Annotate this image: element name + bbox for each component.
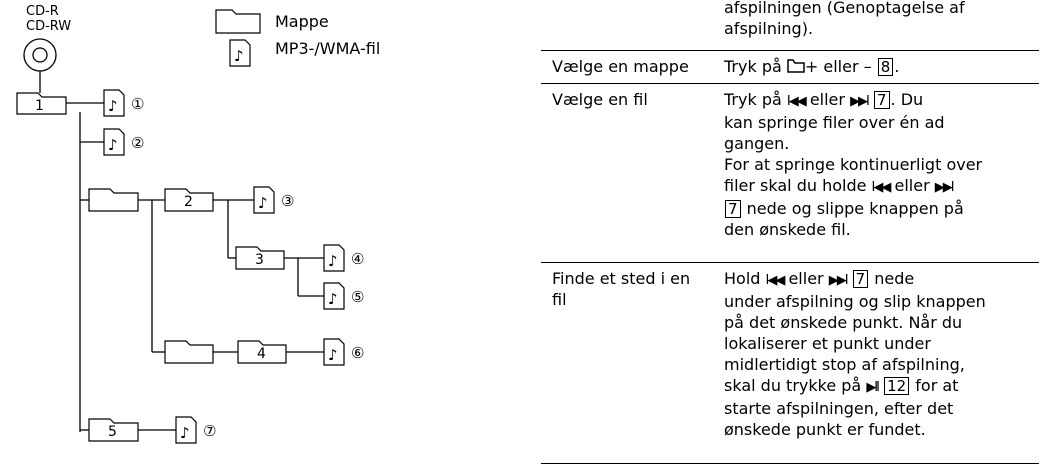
table-divider <box>541 262 1039 263</box>
file-1: ♪ ① <box>103 89 144 117</box>
button-number-8: 8 <box>877 58 894 76</box>
previous-icon: I◀◀ <box>871 180 892 195</box>
disc-label-cdrw: CD-RW <box>26 19 71 34</box>
row-description: Tryk på I◀◀ eller ▶▶I 7. Du kan springe … <box>724 90 983 239</box>
folder-structure-diagram: CD-R CD-RW Mappe ♪ MP3-/WMA-fil <box>16 4 380 444</box>
file-4: ♪ ④ <box>323 244 364 272</box>
svg-text:♪: ♪ <box>328 346 338 364</box>
file-marker-5: ⑤ <box>351 288 364 306</box>
svg-text:♪: ♪ <box>108 97 118 115</box>
file-5: ♪ ⑤ <box>323 282 364 310</box>
folder-unnamed-a <box>88 188 139 212</box>
table-divider <box>541 50 1039 51</box>
table-divider <box>541 83 1039 84</box>
table-top-text-1: afspilningen (Genoptagelse af <box>724 0 965 17</box>
svg-text:5: 5 <box>108 424 117 440</box>
table-top-text-2: afspilning). <box>724 19 814 38</box>
disc-icon <box>23 38 57 72</box>
svg-text:1: 1 <box>35 98 44 114</box>
folder-unnamed-b <box>164 340 214 364</box>
previous-icon: I◀◀ <box>786 94 807 109</box>
legend-folder-label: Mappe <box>275 12 329 31</box>
folder-2: 2 <box>164 188 214 212</box>
file-marker-2: ② <box>131 134 144 152</box>
button-number-7: 7 <box>874 91 890 109</box>
folder-5: 5 <box>88 418 139 442</box>
svg-text:♪: ♪ <box>258 194 268 212</box>
file-marker-6: ⑥ <box>351 344 364 362</box>
svg-text:♪: ♪ <box>328 290 338 308</box>
legend-folder-icon <box>215 9 261 34</box>
folder-icon <box>787 59 805 73</box>
svg-text:2: 2 <box>184 194 193 210</box>
svg-text:♪: ♪ <box>180 424 190 442</box>
file-7: ♪ ⑦ <box>175 416 216 444</box>
button-number-7: 7 <box>725 200 741 218</box>
legend-file-label: MP3-/WMA-fil <box>275 39 380 58</box>
file-6: ♪ ⑥ <box>323 338 364 366</box>
button-number-12: 12 <box>884 377 910 395</box>
folder-3: 3 <box>235 246 285 270</box>
svg-text:♪: ♪ <box>108 136 118 154</box>
button-number-7: 7 <box>852 270 869 288</box>
folder-1: 1 <box>16 92 67 115</box>
table-divider <box>541 463 1039 464</box>
row-label-line-2: fil <box>552 290 567 309</box>
file-2: ♪ ② <box>103 128 144 156</box>
disc-label-cdr: CD-R <box>26 4 59 19</box>
next-icon: ▶▶I <box>934 180 955 195</box>
row-label: Vælge en mappe <box>552 57 689 76</box>
row-label-line-1: Finde et sted i en <box>552 269 691 288</box>
row-description: Hold I◀◀ eller ▶▶I 7 nede under afspilni… <box>724 269 986 439</box>
file-marker-7: ⑦ <box>203 422 216 440</box>
svg-text:♪: ♪ <box>328 252 338 270</box>
file-marker-3: ③ <box>281 192 294 210</box>
svg-text:♪: ♪ <box>234 47 244 65</box>
file-marker-1: ① <box>131 95 144 113</box>
file-3: ♪ ③ <box>253 186 294 214</box>
tree-lines <box>39 71 324 432</box>
next-icon: ▶▶I <box>828 273 849 288</box>
previous-icon: I◀◀ <box>765 273 786 288</box>
next-icon: ▶▶I <box>850 94 870 109</box>
row-label: Vælge en fil <box>552 90 648 109</box>
play-pause-icon: ▶II <box>866 380 880 395</box>
svg-text:4: 4 <box>257 346 266 362</box>
folder-4: 4 <box>237 340 287 364</box>
file-marker-4: ④ <box>351 250 364 268</box>
svg-text:3: 3 <box>255 252 264 268</box>
row-description: Tryk på + eller – 8. <box>724 57 900 76</box>
legend-file-icon: ♪ <box>229 39 251 67</box>
